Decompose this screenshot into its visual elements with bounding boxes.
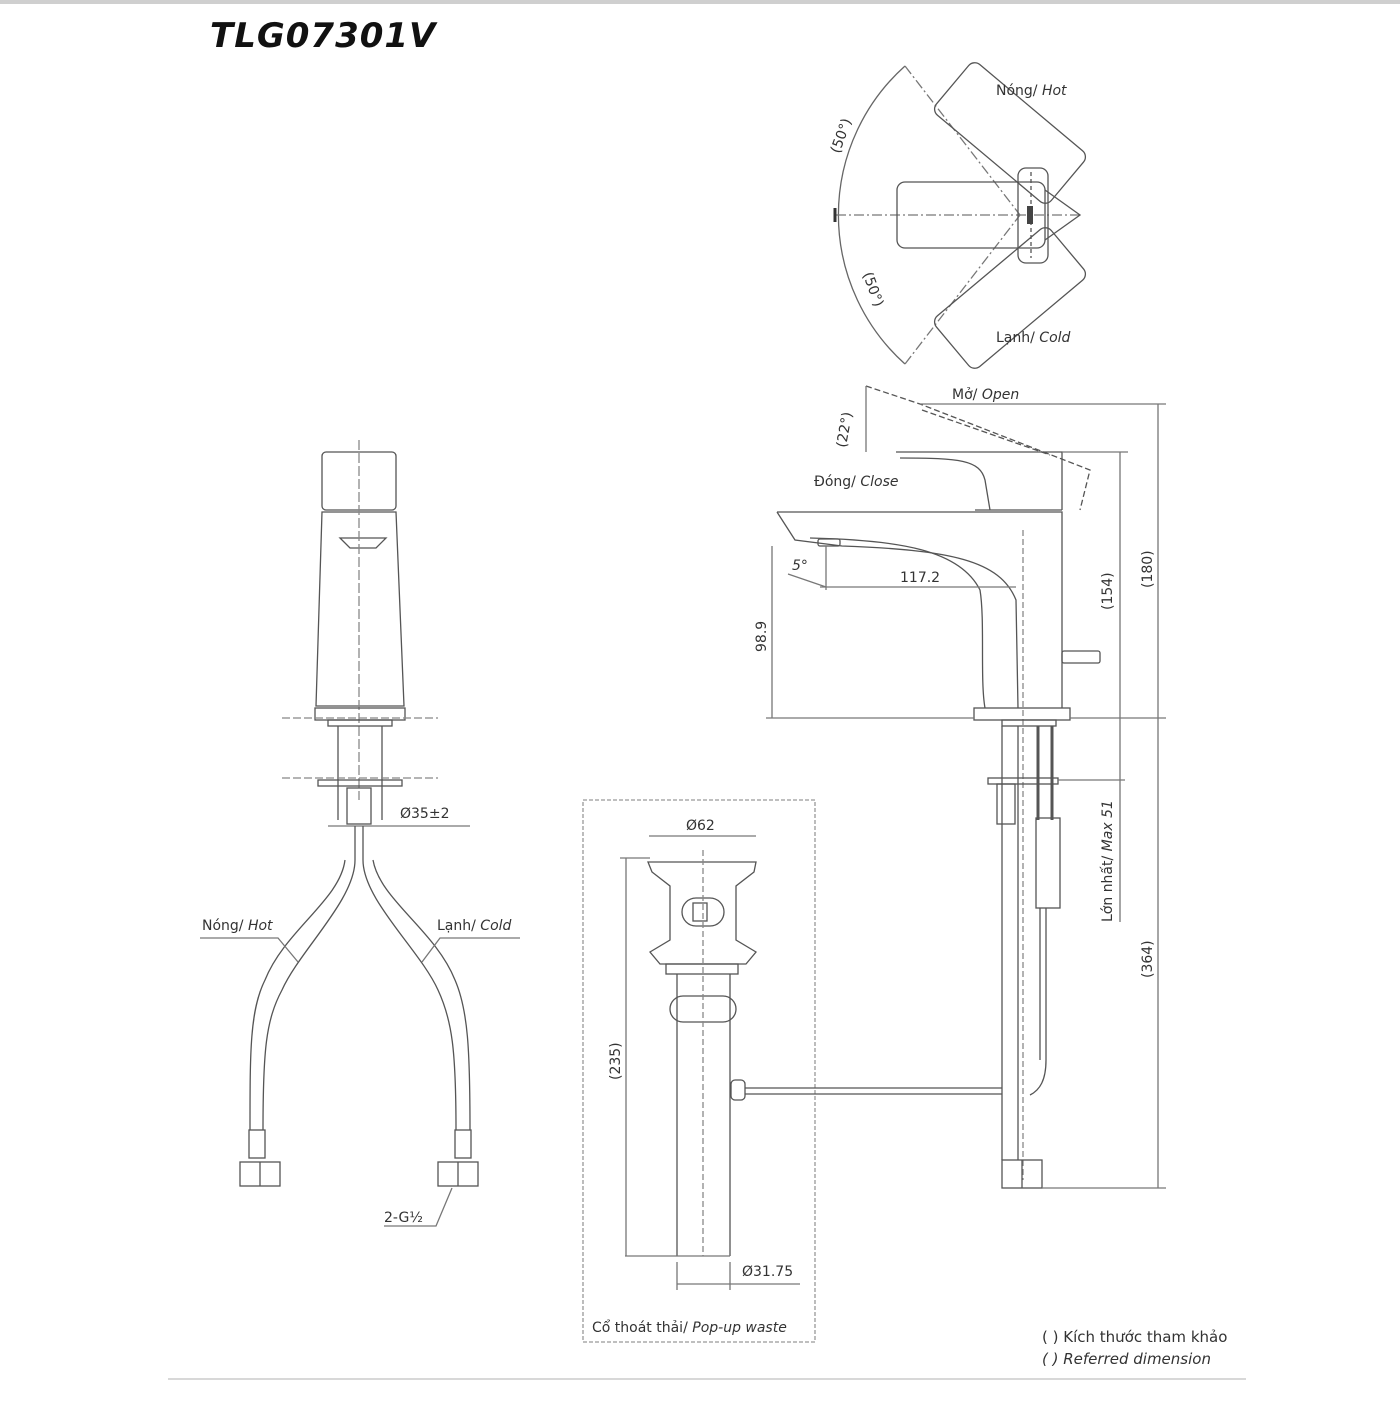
top-view-cold-label: Lạnh/ Cold	[996, 330, 1070, 346]
hot-label-vi: Nóng/	[996, 83, 1038, 99]
total-height-dim: (180)	[1140, 550, 1156, 588]
cold-label-en: Cold	[1039, 330, 1071, 346]
hot-label-en: Hot	[1041, 83, 1067, 99]
front-view-drawing	[200, 440, 520, 1227]
deck-thickness-vi: Lớn nhất/	[1100, 855, 1116, 922]
legend-line-vi: ( ) Kích thước tham khảo	[1042, 1328, 1228, 1346]
close-label-vi: Đóng/	[814, 474, 856, 490]
dimension-legend: ( ) Kích thước tham khảo ( ) Referred di…	[1042, 1326, 1227, 1370]
popup-waste-caption: Cổ thoát thải/ Pop-up waste	[592, 1320, 787, 1336]
top-border	[0, 0, 1400, 4]
open-label: Mở/ Open	[952, 387, 1019, 403]
close-label-en: Close	[860, 474, 899, 490]
spout-reach-dim: 117.2	[900, 570, 941, 586]
tail-diameter-dim: Ø31.75	[742, 1264, 794, 1280]
open-label-vi: Mở/	[952, 387, 978, 403]
hole-diameter-dim: Ø35±2	[400, 806, 450, 822]
hot-hose-label: Nóng/ Hot	[202, 918, 273, 934]
bottom-divider	[168, 1378, 1246, 1380]
body-height-dim: (154)	[1100, 572, 1116, 610]
cold-label-vi: Lạnh/	[996, 330, 1035, 346]
close-label: Đóng/ Close	[814, 474, 898, 490]
popup-caption-vi: Cổ thoát thải/	[592, 1320, 688, 1336]
waste-length-dim: (235)	[608, 1042, 624, 1080]
side-view-drawing	[766, 385, 1166, 1189]
below-deck-length-dim: (364)	[1140, 940, 1156, 978]
top-view-drawing	[833, 62, 1087, 369]
popup-waste-drawing	[582, 799, 1002, 1343]
deck-thickness-en: Max 51	[1100, 800, 1116, 852]
top-view-hot-label: Nóng/ Hot	[996, 83, 1067, 99]
connection-thread-label: 2-G½	[384, 1210, 423, 1226]
open-label-en: Open	[981, 387, 1020, 403]
cold-hose-label: Lạnh/ Cold	[437, 918, 511, 934]
hot-hose-label-en: Hot	[247, 918, 273, 934]
spout-angle-dim: 5°	[792, 558, 808, 574]
popup-caption-en: Pop-up waste	[692, 1320, 787, 1336]
model-title: TLG07301V	[210, 16, 437, 56]
cold-hose-label-en: Cold	[480, 918, 512, 934]
flange-diameter-dim: Ø62	[686, 818, 715, 834]
legend-line-en: ( ) Referred dimension	[1042, 1350, 1211, 1368]
hot-hose-label-vi: Nóng/	[202, 918, 244, 934]
deck-thickness-dim: Lớn nhất/ Max 51	[1100, 800, 1116, 922]
spout-height-dim: 98.9	[754, 620, 770, 652]
cold-hose-label-vi: Lạnh/	[437, 918, 476, 934]
